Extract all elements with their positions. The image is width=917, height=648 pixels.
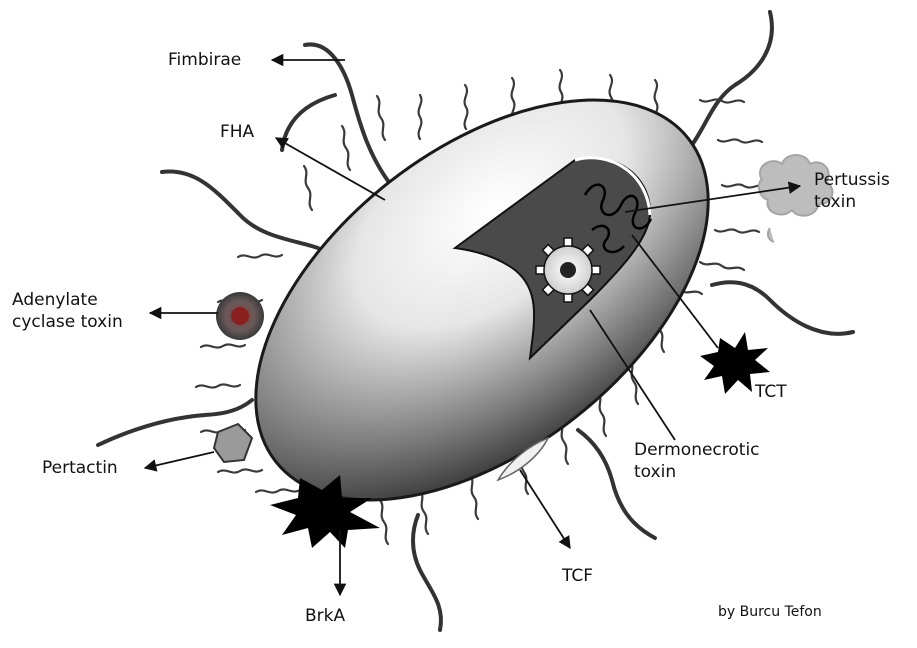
label-pertactin: Pertactin [42,458,118,479]
dermonecrotic-cog [536,238,600,302]
label-tcf: TCF [562,566,593,587]
label-dermonecrotic-line2: toxin [634,462,676,483]
pertactin-box [214,424,252,462]
label-fha: FHA [220,122,254,143]
label-adenylate-line2: cyclase toxin [12,312,123,333]
label-adenylate-line1: Adenylate [12,290,98,311]
author-credit: by Burcu Tefon [718,602,822,623]
label-brka: BrkA [305,606,345,627]
bacterium-body [183,20,781,579]
label-pertussis-line1: Pertussis [814,170,890,191]
adenylate-cyclase-blob [216,292,264,340]
label-pertussis-line2: toxin [814,192,856,213]
label-fimbirae: Fimbirae [168,50,241,71]
label-tct: TCT [755,382,787,403]
label-dermonecrotic-line1: Dermonecrotic [634,440,760,461]
